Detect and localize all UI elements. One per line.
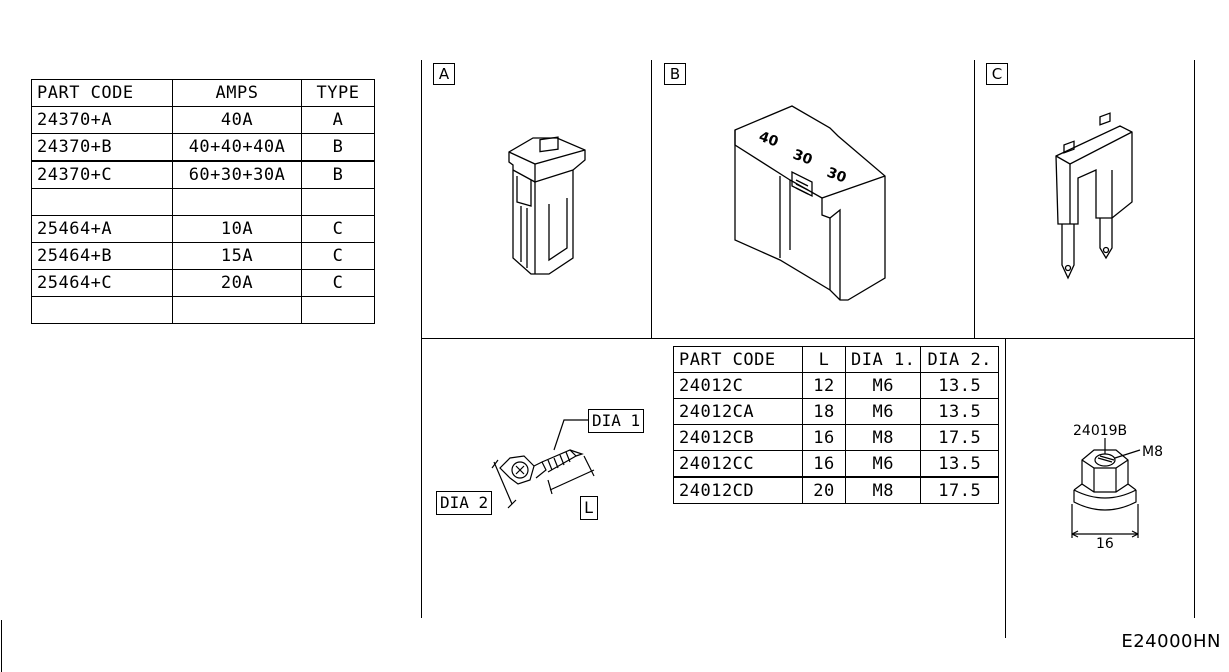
- fuse-a-drawing: [508, 136, 586, 275]
- panel-c-label: C: [986, 63, 1008, 85]
- header-dia2: DIA 2.: [920, 346, 999, 373]
- type-cell: B: [301, 133, 375, 162]
- amps-cell: 10A: [172, 215, 302, 243]
- panel-b-label: B: [664, 63, 686, 85]
- bolt-table-header: PART CODE L DIA 1. DIA 2.: [673, 346, 999, 373]
- header-part-code: PART CODE: [673, 346, 803, 373]
- amps-cell: 40A: [172, 106, 302, 134]
- dia2-cell: 17.5: [920, 424, 999, 451]
- frame-divider-bc: [974, 60, 975, 338]
- table-row: 25464+B 15A C: [31, 242, 375, 270]
- part-code-cell: 24012CD: [673, 476, 803, 504]
- table-row: [31, 188, 375, 216]
- amps-cell: [172, 296, 302, 324]
- frame-right-line: [1194, 60, 1195, 618]
- amps-cell: 15A: [172, 242, 302, 270]
- table-row: 24370+A 40A A: [31, 106, 375, 134]
- table-row: 24012CD 20 M8 17.5: [673, 476, 999, 504]
- amps-cell: 20A: [172, 269, 302, 297]
- frame-divider-nut: [1005, 338, 1006, 638]
- dia1-cell: M6: [844, 398, 922, 425]
- table-row: 24370+C 60+30+30A B: [31, 160, 375, 189]
- header-type: TYPE: [301, 79, 375, 107]
- table-row: 25464+A 10A C: [31, 215, 375, 243]
- nut-thread-label: M8: [1142, 444, 1163, 460]
- dia1-cell: M8: [844, 476, 922, 504]
- part-code-cell: [31, 296, 173, 324]
- part-code-cell: 24012CC: [673, 450, 803, 478]
- frame-margin-tick: [1, 620, 2, 672]
- amps-cell: 60+30+30A: [172, 160, 302, 189]
- amps-cell: [172, 188, 302, 216]
- dia1-cell: M6: [844, 372, 922, 399]
- header-amps: AMPS: [172, 79, 302, 107]
- length-cell: 16: [802, 450, 846, 478]
- dia1-callout: DIA 1: [588, 409, 645, 433]
- type-cell: C: [301, 215, 375, 243]
- table-row: 24012CC 16 M6 13.5: [673, 450, 999, 478]
- amps-cell: 40+40+40A: [172, 133, 302, 162]
- header-length: L: [802, 346, 846, 373]
- dia1-cell: M8: [844, 424, 922, 451]
- part-code-cell: 24012CA: [673, 398, 803, 425]
- table-row: 24012C 12 M6 13.5: [673, 372, 999, 399]
- part-code-cell: 24370+B: [31, 133, 173, 162]
- nut-size-label: 16: [1096, 536, 1114, 552]
- table-row: [31, 296, 375, 324]
- fuse-table-header: PART CODE AMPS TYPE: [31, 79, 375, 107]
- length-cell: 20: [802, 476, 846, 504]
- type-cell: A: [301, 106, 375, 134]
- length-cell: 18: [802, 398, 846, 425]
- table-row: 24012CB 16 M8 17.5: [673, 424, 999, 451]
- dia2-callout: DIA 2: [436, 491, 493, 515]
- type-cell: [301, 296, 375, 324]
- fuse-table: PART CODE AMPS TYPE 24370+A 40A A 24370+…: [31, 79, 375, 324]
- part-code-cell: 24012CB: [673, 424, 803, 451]
- bolt-table: PART CODE L DIA 1. DIA 2. 24012C 12 M6 1…: [673, 346, 999, 504]
- fuse-b-drawing: 40 30 30: [734, 105, 886, 301]
- length-callout: L: [580, 496, 598, 520]
- dia2-cell: 13.5: [920, 450, 999, 478]
- frame-left-line: [421, 60, 422, 618]
- fuse-c-drawing: [1055, 112, 1133, 280]
- fuse-b-marking-30a: 30: [791, 147, 815, 169]
- part-code-cell: 25464+B: [31, 242, 173, 270]
- fuse-b-marking-40: 40: [757, 129, 781, 151]
- dia2-cell: 17.5: [920, 476, 999, 504]
- part-code-cell: 24370+C: [31, 160, 173, 189]
- type-cell: C: [301, 269, 375, 297]
- type-cell: B: [301, 160, 375, 189]
- table-row: 25464+C 20A C: [31, 269, 375, 297]
- frame-horizontal-line: [421, 338, 1195, 339]
- part-code-cell: [31, 188, 173, 216]
- dia2-cell: 13.5: [920, 372, 999, 399]
- length-cell: 12: [802, 372, 846, 399]
- nut-drawing: [1071, 438, 1141, 538]
- header-dia1: DIA 1.: [844, 346, 922, 373]
- type-cell: [301, 188, 375, 216]
- bolt-drawing: [491, 419, 595, 509]
- part-code-cell: 25464+C: [31, 269, 173, 297]
- panel-a-label: A: [433, 63, 455, 85]
- type-cell: C: [301, 242, 375, 270]
- dia1-cell: M6: [844, 450, 922, 478]
- nut-part-code: 24019B: [1073, 423, 1128, 439]
- fuse-b-marking-30b: 30: [825, 165, 849, 187]
- part-code-cell: 25464+A: [31, 215, 173, 243]
- length-cell: 16: [802, 424, 846, 451]
- diagram-code: E24000HN: [1121, 631, 1221, 652]
- table-row: 24370+B 40+40+40A B: [31, 133, 375, 162]
- dia2-cell: 13.5: [920, 398, 999, 425]
- frame-divider-ab: [651, 60, 652, 338]
- part-code-cell: 24012C: [673, 372, 803, 399]
- table-row: 24012CA 18 M6 13.5: [673, 398, 999, 425]
- header-part-code: PART CODE: [31, 79, 173, 107]
- part-code-cell: 24370+A: [31, 106, 173, 134]
